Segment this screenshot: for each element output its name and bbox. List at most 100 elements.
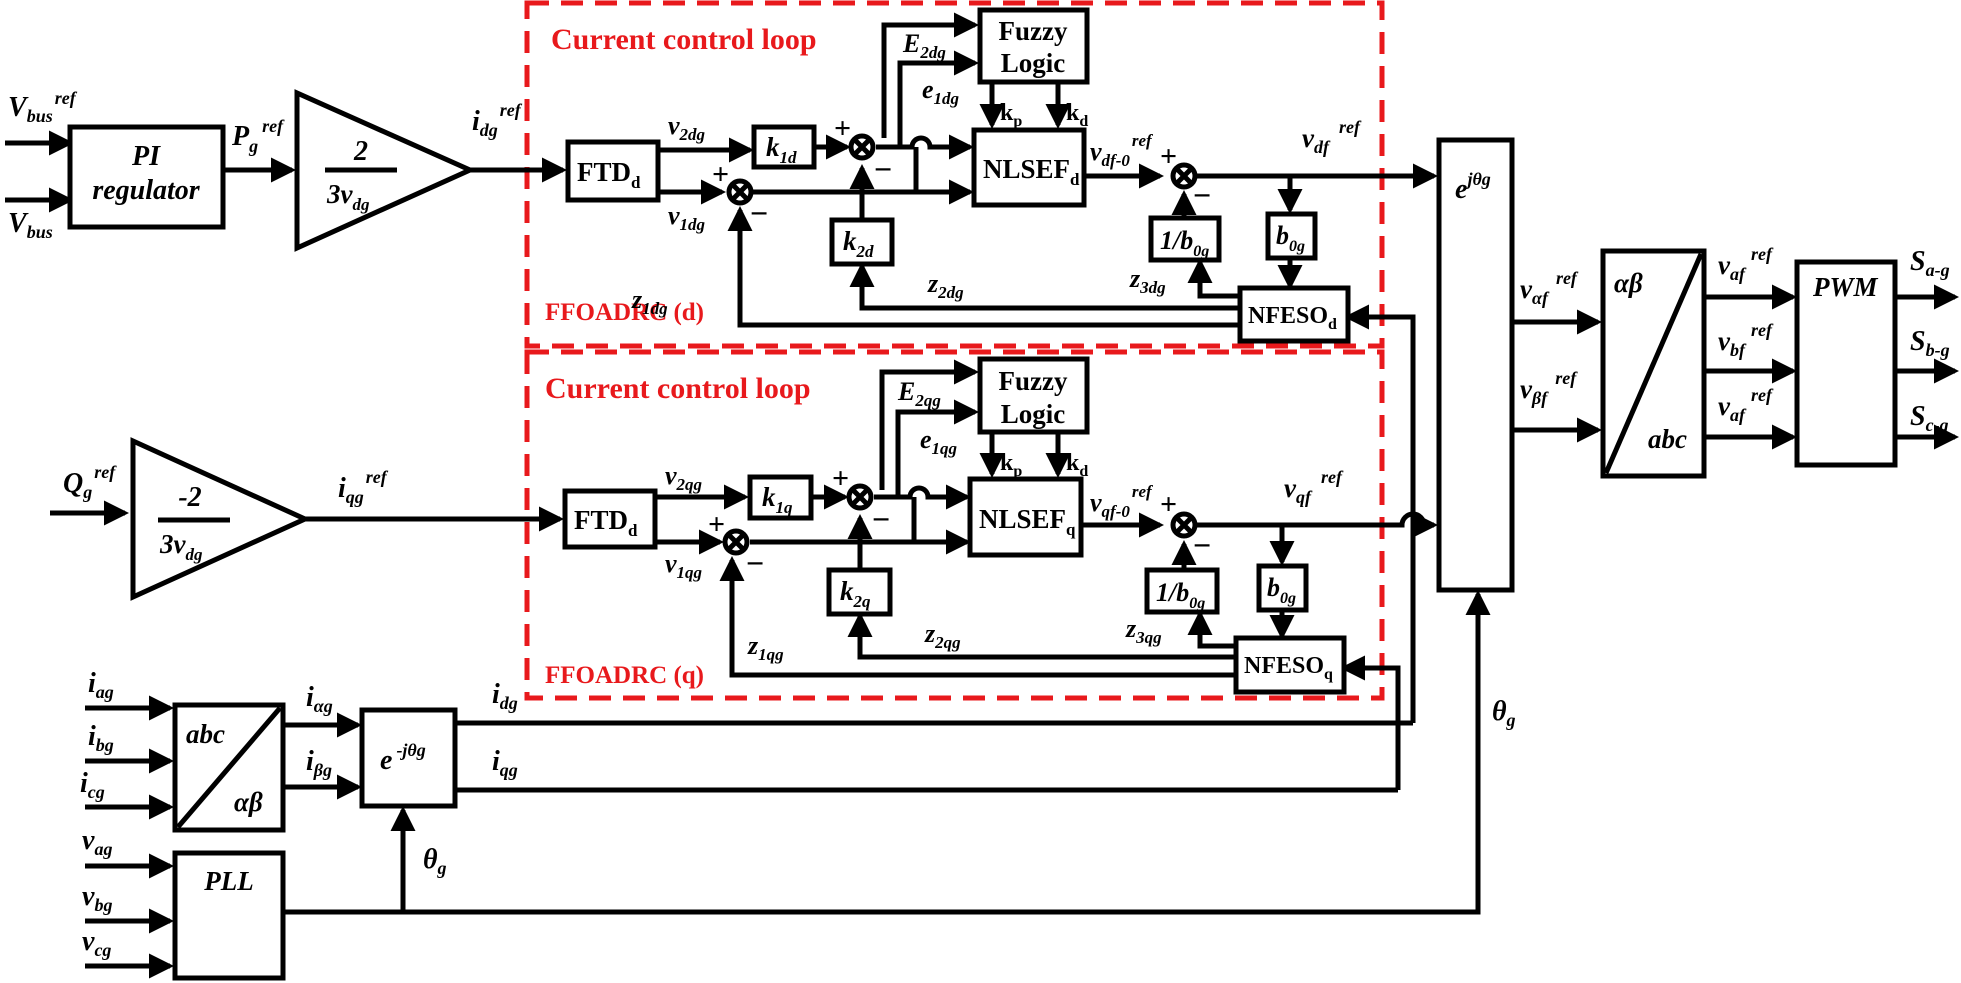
kp-d-label: kp — [1000, 100, 1022, 130]
e2qg-label: E2qg — [897, 377, 941, 410]
ibg-label: ibg — [88, 721, 114, 755]
sum-d-error — [848, 133, 876, 161]
plus-sign: + — [712, 158, 729, 191]
e-minus-jtheta-block: e-jθg — [359, 707, 458, 809]
theta-pll-label: θg — [423, 844, 447, 878]
z3dg-label: z3dg — [1129, 264, 1166, 297]
z1dg-label: z1dg — [631, 285, 668, 318]
b0-q-block: b0g — [1256, 563, 1309, 613]
vqf-ref-label: vqfref — [1284, 467, 1344, 507]
vbus-label: Vbus — [8, 208, 53, 242]
pi-label-2: regulator — [92, 175, 200, 206]
pi-label-1: PI — [131, 141, 161, 172]
pi-regulator-block: PI regulator — [67, 124, 226, 230]
z2dg-label: z2dg — [927, 269, 964, 302]
gain-q-den: 3vdg — [159, 529, 203, 564]
nfeso-d-label: NFESOd — [1248, 303, 1337, 333]
z1qg-label: z1qg — [747, 631, 784, 664]
pg-ref-label: Pgref — [231, 116, 285, 156]
nlsef-q-label: NLSEFq — [979, 504, 1076, 539]
abc-alphabeta-bottom: αβ — [234, 787, 263, 817]
vcg-label: vcg — [82, 926, 111, 960]
e1dg-label: e1dg — [922, 75, 960, 108]
d-path-wires — [5, 12, 1439, 723]
vb-ref-out-label: vbfref — [1718, 320, 1774, 360]
minus-sign: − — [872, 501, 890, 537]
abc-alphabeta-block: abc αβ — [172, 702, 286, 833]
plus-sign: + — [708, 508, 725, 541]
gain-q-block: -2 3vdg — [130, 437, 312, 601]
va-ref-out-label: vafref — [1718, 244, 1774, 284]
ftd-d-block: FTDd — [565, 139, 661, 203]
sum-q-output — [1170, 511, 1198, 539]
q-path-wires — [50, 359, 1439, 790]
k2d-block: k2d — [829, 217, 895, 267]
e2dg-label: E2dg — [902, 29, 946, 62]
iqg-label: iqg — [492, 746, 518, 780]
inv-b0-d-block: 1/b0g — [1148, 215, 1222, 263]
nfeso-q-label: NFESOq — [1244, 653, 1333, 683]
v1qg-label: v1qg — [665, 549, 703, 582]
alphabeta-abc-top: αβ — [1614, 268, 1643, 298]
idg-ref-label: idgref — [472, 100, 523, 140]
minus-sign: − — [750, 195, 768, 231]
ialpha-label: iαg — [306, 682, 333, 716]
kp-q-label: kp — [1000, 450, 1022, 480]
fuzzy-d-label-1: Fuzzy — [999, 16, 1068, 46]
alphabeta-abc-block: αβ abc — [1600, 248, 1707, 479]
ftd-q-block: FTDd — [562, 488, 658, 550]
sum-d-input — [726, 178, 754, 206]
v1dg-label: v1dg — [668, 201, 706, 234]
vbeta-ref-label: vβfref — [1520, 368, 1578, 408]
b0-q-label: b0g — [1267, 573, 1296, 607]
minus-sign: − — [874, 151, 892, 187]
inv-b0-d-label: 1/b0g — [1160, 226, 1209, 260]
minus-sign: − — [1193, 527, 1211, 563]
plus-sign: + — [1160, 488, 1177, 521]
iqg-ref-label: iqgref — [338, 467, 389, 507]
q-loop-tag: FFOADRC (q) — [545, 662, 704, 689]
ftd-d-label: FTDd — [577, 157, 641, 192]
alphabeta-abc-bottom: abc — [1648, 424, 1687, 454]
fuzzy-d-label-2: Logic — [1001, 48, 1066, 78]
ejtheta-transform-block: ejθg — [1436, 137, 1515, 593]
pll-label: PLL — [203, 866, 253, 896]
icg-label: icg — [80, 768, 105, 802]
minus-sign: − — [1193, 177, 1211, 213]
valpha-ref-label: vαfref — [1520, 268, 1579, 308]
d-loop-tag: FFOADRC (d) — [545, 299, 704, 326]
inv-b0-q-block: 1/b0g — [1144, 567, 1220, 615]
qg-ref-label: Qgref — [63, 462, 117, 502]
k1q-label: k1q — [762, 482, 793, 517]
z2qg-label: z2qg — [924, 619, 961, 652]
pll-block: PLL — [172, 850, 286, 981]
fuzzy-logic-d-block: Fuzzy Logic — [977, 7, 1090, 85]
vqf0-ref-label: vqf-0ref — [1090, 482, 1154, 521]
k2q-label: k2q — [840, 576, 871, 611]
nlsef-d-label: NLSEFd — [983, 154, 1080, 189]
minus-sign: − — [746, 545, 764, 581]
gain-d-den: 3vdg — [326, 179, 370, 214]
gain-q-num: -2 — [178, 482, 201, 513]
ftd-q-label: FTDd — [574, 505, 638, 540]
b0-d-block: b0g — [1265, 211, 1318, 261]
vdf-ref-label: vdfref — [1302, 117, 1362, 157]
inv-b0-q-label: 1/b0g — [1156, 578, 1205, 612]
z3qg-label: z3qg — [1125, 614, 1162, 647]
theta-right-label: θg — [1492, 696, 1516, 730]
plus-sign: + — [832, 462, 849, 495]
ejtheta-label: ejθg — [1455, 169, 1491, 205]
gain-d-num: 2 — [353, 136, 368, 167]
plus-sign: + — [834, 112, 851, 145]
b0-d-label: b0g — [1276, 221, 1305, 255]
output-wires — [85, 284, 1960, 979]
vbg-label: vbg — [82, 881, 112, 915]
k1d-block: k1d — [751, 124, 817, 170]
vdf0-ref-label: vdf-0ref — [1090, 131, 1154, 170]
nfeso-d-block: NFESOd — [1237, 285, 1351, 344]
sc-label: Sc-g — [1910, 401, 1949, 435]
sa-label: Sa-g — [1910, 246, 1950, 280]
v2dg-label: v2dg — [668, 111, 706, 144]
nlsef-q-block: NLSEFq — [967, 476, 1084, 558]
alphabeta-abc-diagonal — [1603, 253, 1704, 474]
